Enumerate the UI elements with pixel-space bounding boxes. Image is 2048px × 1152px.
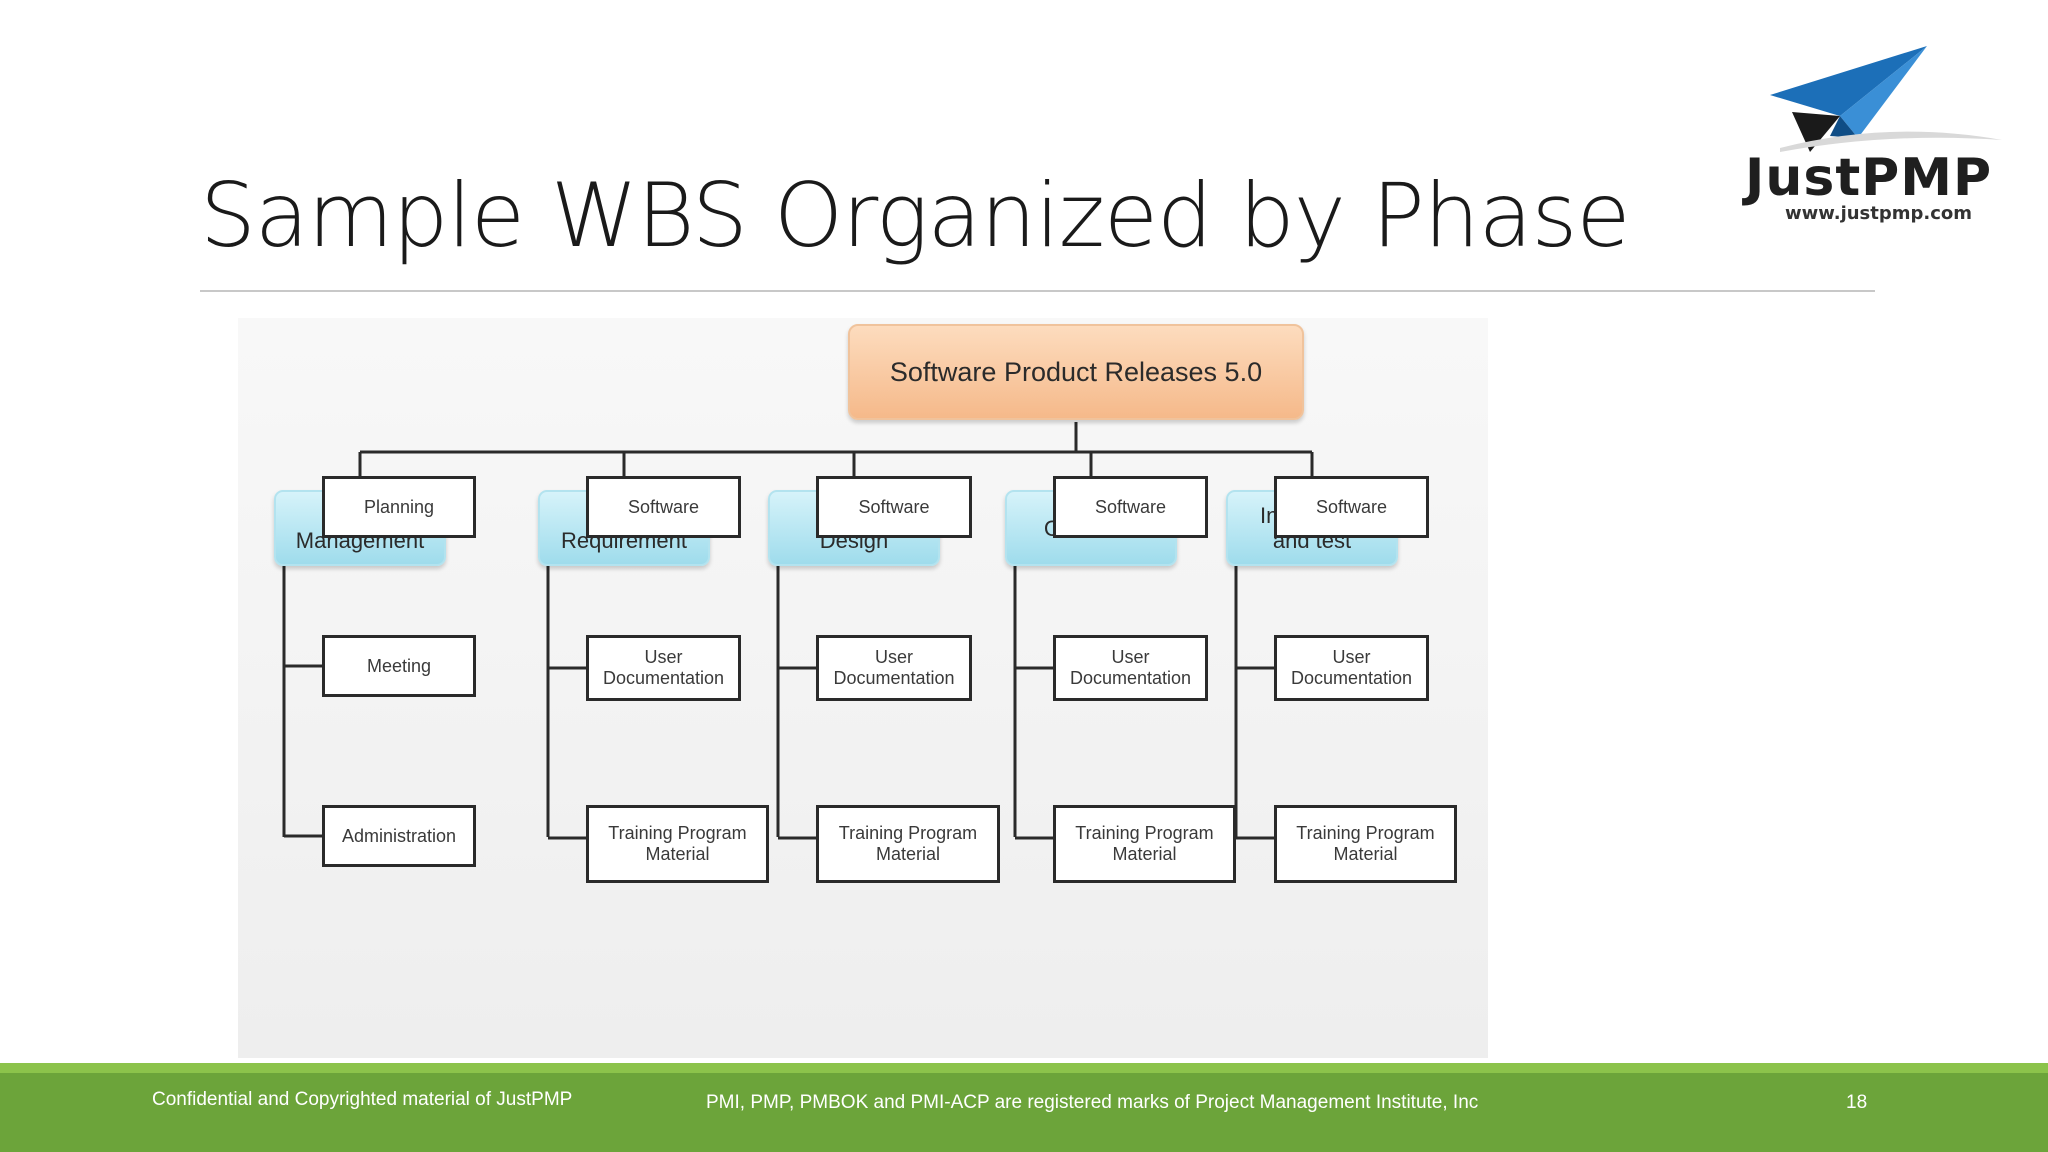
footer-bar: Confidential and Copyrighted material of… [0,1073,2048,1152]
wbs-work-package: Meeting [322,635,476,697]
logo-url: www.justpmp.com [1785,203,1973,224]
slide-title: Sample WBS Organized by Phase [200,164,1631,267]
title-divider [200,290,1875,292]
page-number: 18 [1846,1092,1868,1113]
wbs-work-package: Training Program Material [816,805,1000,883]
wbs-work-package: User Documentation [1274,635,1429,701]
wbs-work-package: User Documentation [1053,635,1208,701]
wbs-work-package: Training Program Material [586,805,769,883]
wbs-diagram: Software Product Releases 5.0 Project Ma… [238,318,1488,1058]
wbs-work-package: Training Program Material [1274,805,1457,883]
wbs-work-package: Software [1274,476,1429,538]
wbs-work-package: Administration [322,805,476,867]
footer-confidential-text: Confidential and Copyrighted material of… [152,1089,573,1110]
wbs-work-package: Software [586,476,741,538]
wbs-work-package: User Documentation [586,635,741,701]
logo-wordmark: JustPMP [1745,148,1993,208]
wbs-work-package: User Documentation [816,635,972,701]
wbs-work-package: Software [816,476,972,538]
wbs-work-package: Training Program Material [1053,805,1236,883]
wbs-work-package: Planning [322,476,476,538]
footer-trademark-text: PMI, PMP, PMBOK and PMI-ACP are register… [706,1092,1479,1113]
paper-plane-logo-icon [1770,46,2002,152]
wbs-root-node: Software Product Releases 5.0 [848,324,1304,420]
wbs-work-package: Software [1053,476,1208,538]
footer-accent-strip [0,1063,2048,1073]
